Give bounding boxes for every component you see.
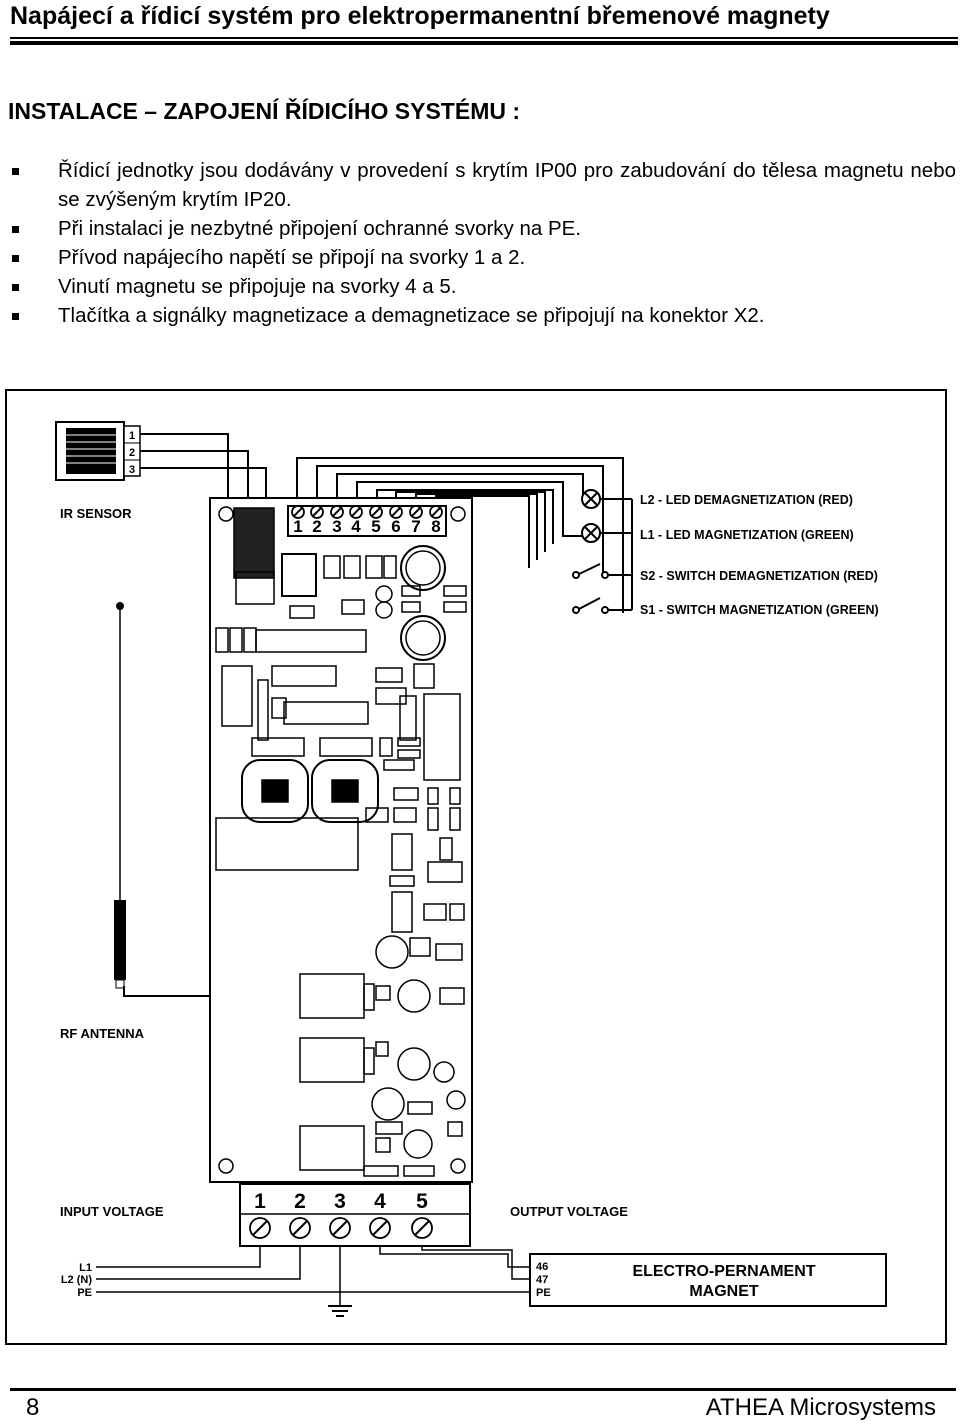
footer-rule	[10, 1388, 956, 1391]
x2-pin: 6	[391, 517, 400, 536]
x2-pin-labels: 1 2 3 4 5 6 7 8	[293, 517, 440, 536]
signal-label-l1: L1 - LED MAGNETIZATION (GREEN)	[640, 528, 854, 542]
publisher-name: ATHEA Microsystems	[705, 1394, 936, 1421]
signal-wires	[600, 498, 633, 611]
screw-icon	[291, 505, 305, 519]
input-line-l2: L2 (N)	[61, 1274, 93, 1286]
output-line-46: 46	[536, 1261, 548, 1273]
screw-icon	[330, 505, 344, 519]
output-voltage-label: OUTPUT VOLTAGE	[510, 1204, 628, 1219]
power-terminal-labels: 1 2 3 4 5	[254, 1190, 428, 1213]
ground-icon	[328, 1305, 352, 1317]
x2-pin: 4	[351, 517, 361, 536]
control-board	[209, 497, 473, 1183]
output-line-pe: PE	[536, 1287, 551, 1299]
x2-pin: 8	[431, 517, 440, 536]
ir-pin-1: 1	[129, 430, 135, 442]
diagram-frame	[5, 389, 947, 1345]
screw-icon	[389, 505, 403, 519]
ir-pin-2: 2	[129, 447, 135, 459]
x2-pin: 3	[332, 517, 341, 536]
screw-icon	[329, 1217, 351, 1239]
screw-icon	[409, 505, 423, 519]
x2-pin: 1	[293, 517, 302, 536]
ir-sensor-wires	[140, 433, 267, 498]
x2-wires	[296, 457, 624, 613]
led-l2-icon	[581, 489, 601, 509]
terminal-number: 4	[374, 1190, 386, 1213]
wiring-diagram: 1 2 3 IR SENSOR RF ANTENNA	[5, 389, 947, 1345]
x2-screws	[291, 505, 443, 519]
instruction-list: Řídicí jednotky jsou dodávány v proveden…	[8, 156, 956, 330]
page-header-title: Napájecí a řídicí systém pro elektroperm…	[10, 2, 830, 30]
signal-label-s1: S1 - SWITCH MAGNETIZATION (GREEN)	[640, 603, 879, 617]
screw-icon	[369, 505, 383, 519]
power-terminal-screws	[249, 1217, 433, 1239]
list-item: Při instalaci je nezbytné připojení ochr…	[8, 214, 956, 243]
header-rule-thick	[10, 41, 958, 45]
screw-icon	[429, 505, 443, 519]
rf-antenna-label: RF ANTENNA	[60, 1026, 145, 1041]
list-item: Přívod napájecího napětí se připojí na s…	[8, 243, 956, 272]
header-rule-thin	[10, 37, 958, 39]
list-item: Řídicí jednotky jsou dodávány v proveden…	[8, 156, 956, 214]
board-components	[215, 506, 467, 1177]
screw-icon	[349, 505, 363, 519]
screw-icon	[249, 1217, 271, 1239]
magnet-box	[529, 1253, 887, 1307]
input-line-pe: PE	[77, 1287, 92, 1299]
switch-s2-icon	[572, 563, 609, 579]
terminal-number: 3	[334, 1190, 346, 1213]
list-item: Tlačítka a signálky magnetizace a demagn…	[8, 301, 956, 330]
switch-s1-icon	[572, 597, 609, 614]
list-item: Vinutí magnetu se připojuje na svorky 4 …	[8, 272, 956, 301]
ir-pin-3: 3	[129, 464, 135, 476]
screw-icon	[310, 505, 324, 519]
screw-icon	[289, 1217, 311, 1239]
x2-pin: 5	[371, 517, 380, 536]
x2-pin: 2	[312, 517, 321, 536]
input-wires	[96, 1246, 341, 1306]
led-l1-icon	[581, 523, 601, 543]
page-number: 8	[26, 1394, 40, 1421]
magnet-label-line1: ELECTRO-PERNAMENT	[632, 1263, 815, 1280]
input-voltage-label: INPUT VOLTAGE	[60, 1204, 164, 1219]
screw-icon	[369, 1217, 391, 1239]
signal-label-l2: L2 - LED DEMAGNETIZATION (RED)	[640, 493, 853, 507]
input-line-l1: L1	[79, 1262, 92, 1274]
output-wires	[340, 1246, 530, 1293]
signal-label-s2: S2 - SWITCH DEMAGNETIZATION (RED)	[640, 569, 878, 583]
ir-sensor-label: IR SENSOR	[60, 506, 132, 521]
terminal-number: 5	[416, 1190, 428, 1213]
magnet-label-line2: MAGNET	[689, 1283, 759, 1300]
power-terminal-block	[239, 1183, 471, 1247]
terminal-number: 2	[294, 1190, 306, 1213]
screw-icon	[411, 1217, 433, 1239]
output-line-47: 47	[536, 1274, 548, 1286]
terminal-number: 1	[254, 1190, 266, 1213]
ir-sensor-connector	[55, 421, 141, 481]
x2-pin: 7	[411, 517, 420, 536]
section-title: INSTALACE – ZAPOJENÍ ŘÍDICÍHO SYSTÉMU :	[8, 98, 521, 124]
